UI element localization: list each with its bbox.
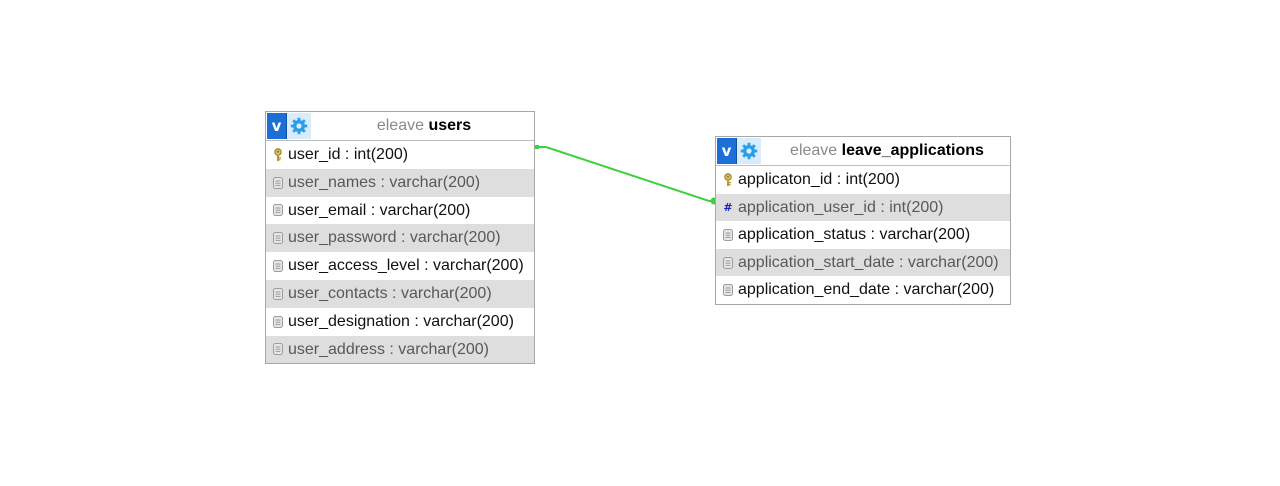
- column-name: user_contacts: [288, 284, 388, 302]
- gear-icon[interactable]: [737, 138, 761, 164]
- column-row-application-status[interactable]: application_status : varchar(200): [716, 221, 1010, 249]
- column-type: varchar(200): [400, 284, 492, 302]
- gear-icon[interactable]: [287, 113, 311, 139]
- column-name: application_status: [738, 226, 867, 244]
- column-row-applicaton-id[interactable]: applicaton_id : int(200): [716, 166, 1010, 194]
- column-label: user_password : varchar(200): [288, 224, 501, 252]
- column-icon: [722, 283, 734, 297]
- column-label: user_email : varchar(200): [288, 197, 470, 225]
- column-separator: :: [875, 198, 890, 216]
- column-label: user_names : varchar(200): [288, 169, 480, 197]
- column-separator: :: [387, 284, 401, 302]
- column-row-application-user-id[interactable]: # application_user_id : int(200): [716, 193, 1010, 222]
- column-row-user-id[interactable]: user_id : int(200): [266, 141, 534, 169]
- column-separator: :: [832, 171, 846, 188]
- column-type: varchar(200): [907, 253, 999, 271]
- table-database-name: eleave: [790, 142, 838, 159]
- column-icon: [272, 231, 284, 245]
- column-label: application_start_date : varchar(200): [738, 249, 999, 277]
- column-label: user_designation : varchar(200): [288, 308, 514, 336]
- hash-icon: #: [723, 200, 733, 214]
- column-row-user-names[interactable]: user_names : varchar(200): [266, 168, 534, 197]
- column-separator: :: [340, 146, 354, 163]
- column-row-user-address[interactable]: user_address : varchar(200): [266, 335, 534, 364]
- column-type: int(200): [889, 198, 944, 216]
- column-separator: :: [384, 340, 399, 358]
- column-icon: [272, 203, 284, 217]
- column-row-application-end-date[interactable]: application_end_date : varchar(200): [716, 276, 1010, 304]
- column-name: user_email: [288, 201, 367, 219]
- column-type: varchar(200): [389, 173, 481, 191]
- table-header: v eleave leave_applications: [716, 137, 1010, 166]
- column-type: varchar(200): [903, 281, 995, 299]
- column-separator: :: [376, 173, 390, 191]
- column-name: user_address: [288, 340, 385, 358]
- relation-user-id-to-application-user-id: [535, 146, 714, 202]
- column-name: user_password: [288, 229, 397, 247]
- column-separator: :: [366, 201, 380, 219]
- column-label: user_access_level : varchar(200): [288, 252, 524, 280]
- column-label: user_address : varchar(200): [288, 336, 489, 364]
- column-type: int(200): [353, 146, 409, 163]
- column-type: varchar(200): [879, 226, 971, 244]
- key-icon: [722, 172, 734, 187]
- v-icon[interactable]: v: [717, 138, 737, 164]
- column-type: varchar(200): [398, 340, 489, 358]
- column-type: varchar(200): [379, 201, 471, 219]
- column-name: application_user_id: [738, 198, 876, 216]
- table-database-name: eleave: [376, 117, 424, 134]
- column-name: user_id: [288, 146, 341, 163]
- v-icon[interactable]: v: [267, 113, 287, 139]
- table-name: users: [428, 117, 472, 134]
- column-icon: [722, 228, 734, 242]
- column-icon: [272, 176, 284, 190]
- column-label: user_contacts : varchar(200): [288, 280, 492, 308]
- column-label: user_id : int(200): [288, 141, 408, 169]
- column-icon: [722, 256, 734, 270]
- column-label: applicaton_id : int(200): [738, 166, 900, 194]
- column-label: application_user_id : int(200): [738, 194, 943, 222]
- column-row-user-access-level[interactable]: user_access_level : varchar(200): [266, 252, 534, 280]
- column-type: varchar(200): [432, 257, 524, 275]
- column-type: int(200): [845, 171, 900, 188]
- table-name: leave_applications: [841, 142, 984, 159]
- column-separator: :: [890, 281, 904, 299]
- column-icon: [272, 315, 284, 329]
- column-icon: [272, 342, 284, 356]
- column-name: applicaton_id: [738, 171, 833, 188]
- column-separator: :: [409, 312, 424, 330]
- column-separator: :: [894, 253, 908, 271]
- column-icon: [272, 259, 284, 273]
- table-title: eleave users: [314, 112, 534, 140]
- table-header: v eleave users: [266, 112, 534, 141]
- column-separator: :: [396, 229, 410, 247]
- column-row-user-contacts[interactable]: user_contacts : varchar(200): [266, 279, 534, 308]
- column-separator: :: [866, 226, 880, 244]
- key-icon: [272, 148, 284, 162]
- column-row-user-designation[interactable]: user_designation : varchar(200): [266, 308, 534, 336]
- column-name: user_access_level: [288, 257, 420, 275]
- column-label: application_status : varchar(200): [738, 221, 970, 249]
- column-separator: :: [419, 257, 433, 275]
- column-row-user-password[interactable]: user_password : varchar(200): [266, 224, 534, 253]
- table-title: eleave leave_applications: [764, 137, 1010, 165]
- column-label: application_end_date : varchar(200): [738, 276, 994, 304]
- column-name: application_start_date: [738, 253, 895, 271]
- column-row-user-email[interactable]: user_email : varchar(200): [266, 197, 534, 225]
- column-name: application_end_date: [738, 281, 891, 299]
- column-type: varchar(200): [423, 312, 514, 330]
- column-row-application-start-date[interactable]: application_start_date : varchar(200): [716, 248, 1010, 277]
- column-type: varchar(200): [409, 229, 501, 247]
- column-name: user_names: [288, 173, 377, 191]
- column-icon: [272, 287, 284, 301]
- column-name: user_designation: [288, 312, 410, 330]
